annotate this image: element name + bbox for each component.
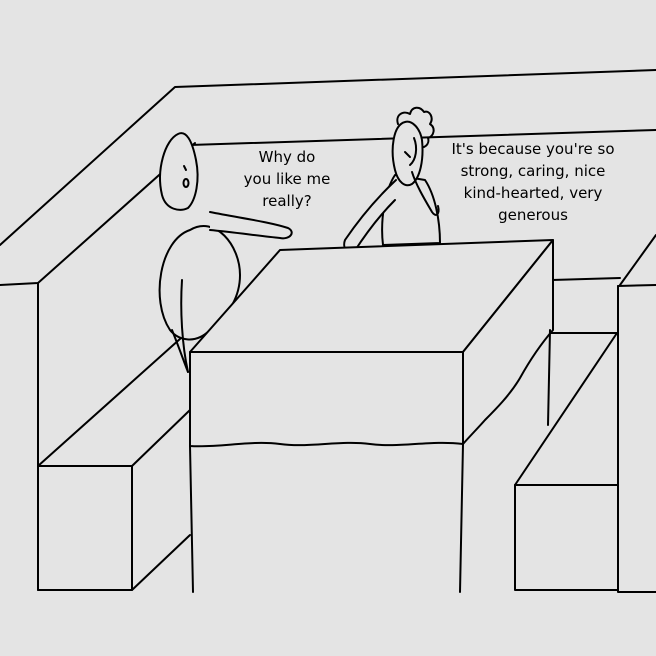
speech-line: It's because you're so [451,140,615,158]
right-character [343,106,441,254]
speech-line: Why do [258,148,316,166]
booth-wall [0,69,656,286]
speech-line: strong, caring, nice [460,162,606,180]
table [189,239,554,593]
speech-line: kind-hearted, very [463,184,603,202]
left-speech-text: Why do you like me really? [232,146,342,212]
speech-line: really? [262,192,312,210]
speech-line: generous [498,206,568,224]
speech-line: you like me [243,170,331,188]
left-bench [0,142,196,591]
right-bench [514,277,656,593]
right-speech-text: It's because you're so strong, caring, n… [436,138,630,226]
